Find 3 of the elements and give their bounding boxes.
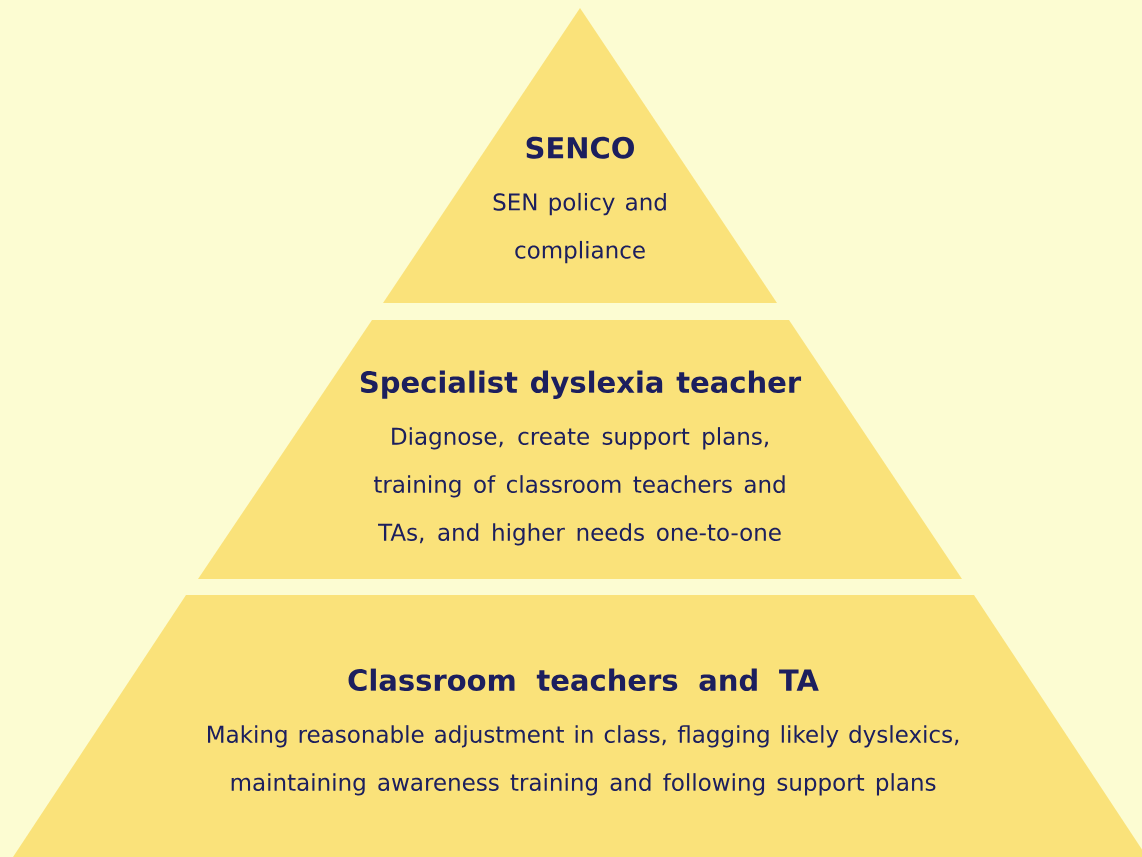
pyramid-tier: Specialist dyslexia teacher Diagnose, create support plans, training of classroom teachers and TAs, and higher needs one-to-one xyxy=(198,320,962,579)
pyramid-tier: SENCO SEN policy and compliance xyxy=(383,8,777,303)
pyramid-tier: Classroom teachers and TA Making reasonable adjustment in class, flagging likely dyslexics, maintaining awareness training and following support plans xyxy=(13,595,1142,857)
